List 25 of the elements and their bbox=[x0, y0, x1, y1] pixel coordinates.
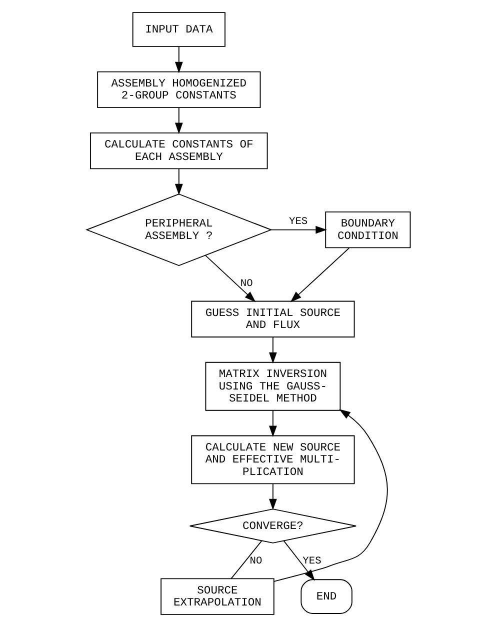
edge-label: YES bbox=[302, 555, 322, 568]
node-diamond: PERIPHERAL ASSEMBLY ? bbox=[85, 194, 272, 266]
node-box: CALCULATE NEW SOURCE AND EFFECTIVE MULTI- PLICATION bbox=[191, 435, 355, 484]
node-box: GUESS INITIAL SOURCE AND FLUX bbox=[191, 300, 355, 338]
edge-label: NO bbox=[250, 555, 262, 568]
arrow bbox=[270, 226, 327, 234]
arrow bbox=[174, 46, 183, 74]
node-box: END bbox=[300, 579, 352, 614]
node-box: BOUNDARY CONDITION bbox=[325, 211, 411, 248]
arrow bbox=[290, 248, 350, 302]
arrow bbox=[174, 107, 183, 134]
node-diamond: CONVERGE? bbox=[189, 508, 357, 544]
edge-label: YES bbox=[289, 216, 308, 228]
node-box: CALCULATE CONSTANTS OF EACH ASSEMBLY bbox=[90, 132, 268, 170]
arrow bbox=[204, 254, 256, 302]
node-box: ASSEMBLY HOMOGENIZED 2-GROUP CONSTANTS bbox=[97, 71, 261, 108]
arrow bbox=[269, 483, 277, 510]
node-box: INPUT DATA bbox=[132, 12, 226, 47]
connector bbox=[230, 540, 262, 580]
arrow bbox=[269, 410, 277, 437]
arrow bbox=[269, 336, 277, 364]
node-box: SOURCE EXTRAPOLATION bbox=[160, 578, 274, 615]
node-box: MATRIX INVERSION USING THE GAUSS- SEIDEL METHOD bbox=[205, 362, 341, 411]
edge-label: NO bbox=[240, 278, 253, 290]
arrow bbox=[174, 168, 183, 196]
